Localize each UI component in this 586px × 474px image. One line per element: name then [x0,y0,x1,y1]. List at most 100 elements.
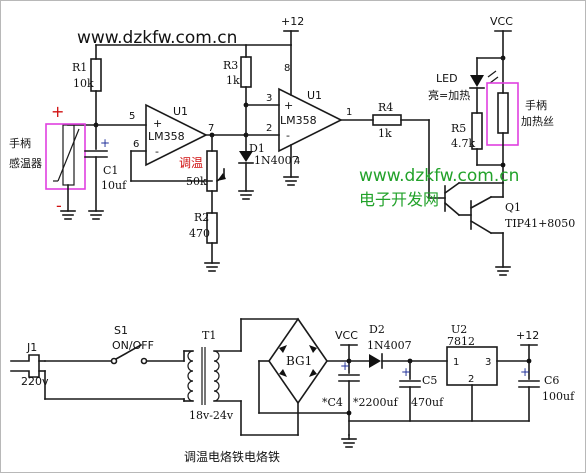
t1-value: 18v-24v [189,409,234,422]
transformer-primary [187,350,194,402]
resistor-r3 [240,56,252,88]
opamp-u1a [145,103,208,167]
u2-ref: U2 [451,323,467,336]
r5-value: 4.7k [451,137,475,150]
switch-contact [140,357,148,365]
switch-s1 [114,343,143,361]
q1-part: TIP41+8050 [505,217,575,230]
vcc-bottom-label: VCC [335,329,358,342]
r5-ref: R5 [451,122,466,135]
d1-ref: D1 [249,142,265,155]
led-ray [489,76,499,84]
q1-power-emitter [469,219,493,235]
vcc-top-label: VCC [490,15,513,28]
junction [500,162,506,168]
r1-ref: R1 [72,61,87,74]
watermark-top: www.dzkfw.com.cn [77,28,237,48]
c1-plus: + [100,136,110,150]
s1-ref: S1 [114,324,128,337]
diode-d2 [369,354,381,368]
led [470,75,484,87]
u2-part: 7812 [447,335,475,348]
pin-5: 5 [129,111,135,122]
pin-2: 2 [266,123,272,134]
r4-ref: R4 [378,101,393,114]
u1a-minus: - [155,145,159,158]
junction [526,358,532,364]
led-ray [487,70,497,78]
q1-ref: Q1 [505,201,521,214]
c5-ref: C5 [422,374,437,387]
d1-part: 1N4007 [254,154,299,167]
handle-right-label-1: 手柄 [525,98,547,112]
j1-value: 220v [21,375,49,388]
c1-value: 10uf [101,179,127,192]
transformer-secondary [213,350,220,402]
sensor-label: 感温器 [9,157,42,170]
r3-ref: R3 [223,59,238,72]
pin-7: 7 [208,123,214,134]
bridge-diode [309,369,317,377]
r3-value: 1k [226,74,240,87]
u2-pin3: 3 [485,357,491,368]
s1-desc: ON/OFF [112,339,154,352]
pin-8: 8 [284,63,290,74]
watermark-mid-url: www.dzkfw.com.cn [359,166,519,186]
plug-j1 [10,354,40,378]
thermistor-slash [57,128,80,182]
t1-ref: T1 [202,329,216,342]
c5-extra: *2200uf [353,396,399,409]
plus12-bottom-label: +12 [516,329,539,342]
pin-3: 3 [266,93,272,104]
c5-plus: + [401,365,411,379]
handle-sensor-box [45,123,86,190]
plus12-top-label: +12 [281,15,304,28]
c6-plus: + [520,365,530,379]
switch-contact [110,357,118,365]
q1-driver-emitter [443,201,461,217]
r1-value: 10k [73,77,94,90]
pin-1: 1 [346,107,352,118]
u2-pin2: 2 [468,374,474,385]
led-desc: 亮=加热 [428,88,470,102]
u1b-plus: + [284,99,293,112]
u1a-plus: + [153,117,162,130]
c4-ref: *C4 [322,396,343,409]
u1a-part: LM358 [148,130,185,143]
heater-element [497,92,509,134]
c5-value: 470uf [411,396,444,409]
u2-pin1: 1 [453,357,459,368]
u1b-ref: U1 [307,89,322,102]
sensor-minus-sign: - [56,196,62,215]
bridge-diode [309,345,317,353]
r2-ref: R2 [194,211,209,224]
c4-plus: + [340,359,350,373]
diode-d1 [239,151,253,162]
u1b-part: LM358 [280,114,317,127]
u1b-minus: - [286,129,290,142]
watermark-mid-cn: 电子开发网 [359,190,439,209]
led-ref: LED [436,72,458,85]
q1-driver-collector [443,181,461,195]
u1a-ref: U1 [173,105,188,118]
bg1-ref: BG1 [286,354,312,368]
c1-ref: C1 [103,164,118,177]
d2-ref: D2 [369,323,385,336]
d2-part: 1N4007 [367,339,412,352]
j1-ref: J1 [26,341,37,354]
vr-value: 50k [186,175,207,188]
junction [346,410,352,416]
bridge-diode [279,345,287,353]
diagram-caption: 调温电烙铁电烙铁 [184,449,280,464]
pin-4: 4 [294,156,300,167]
vr-name: 调温 [179,156,203,170]
c6-value: 100uf [542,390,575,403]
q1-power-collector [469,195,493,210]
potentiometer-vr [206,150,218,192]
opamp-u1b [278,87,343,153]
resistor-r4 [372,114,402,126]
handle-right-label-2: 加热丝 [521,115,554,128]
pin-6: 6 [133,139,139,150]
